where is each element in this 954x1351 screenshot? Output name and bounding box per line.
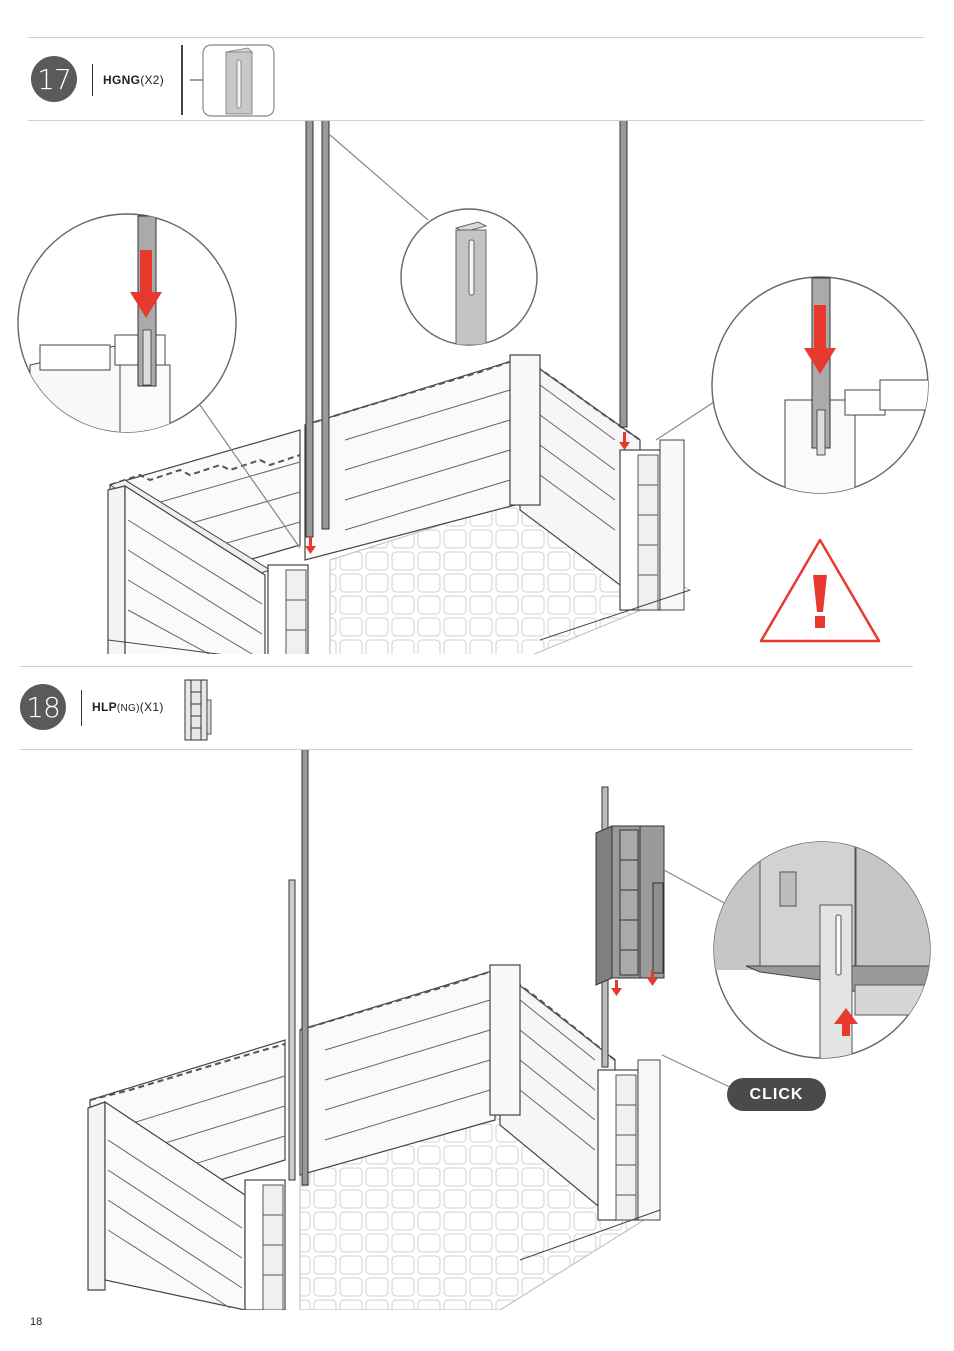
- step18-part-icon: [185, 680, 211, 740]
- page-number: 18: [30, 1316, 42, 1328]
- click-badge: CLICK: [727, 1078, 826, 1111]
- step17-part-icon: [182, 45, 274, 116]
- step17-magnifier-right: [712, 277, 940, 500]
- warning-triangle-icon: [761, 540, 879, 641]
- step18-magnifier: [714, 840, 935, 1065]
- hlp-panel: [596, 826, 664, 996]
- step17-magnifier-middle: [401, 209, 537, 345]
- step18-scene: [88, 745, 664, 1310]
